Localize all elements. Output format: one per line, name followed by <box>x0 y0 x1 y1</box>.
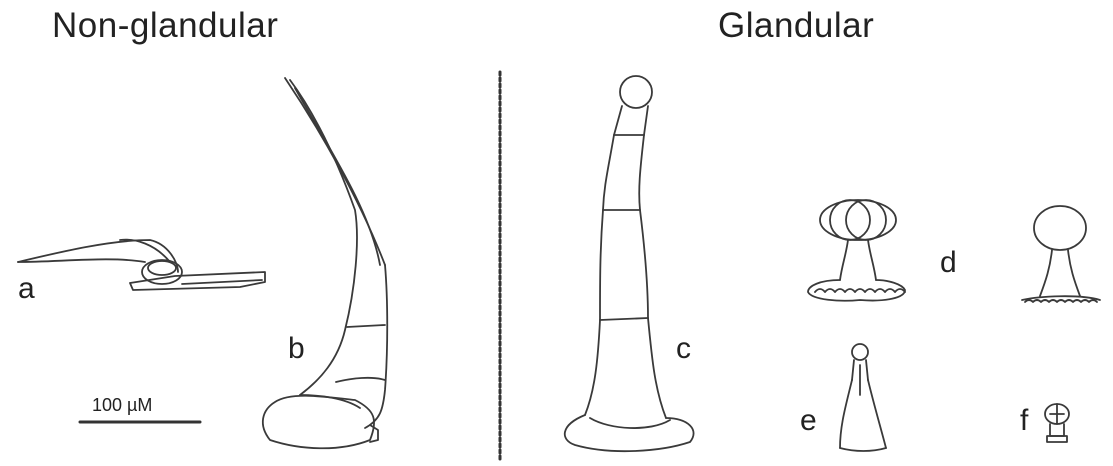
trichome-d-right <box>1022 206 1100 302</box>
scale-bar-label: 100 µM <box>92 395 152 416</box>
trichome-d-left <box>808 200 905 301</box>
label-c: c <box>676 332 691 366</box>
trichome-b <box>263 78 387 448</box>
label-f: f <box>1020 404 1028 438</box>
label-d: d <box>940 246 957 280</box>
trichome-e <box>840 344 886 451</box>
label-e: e <box>800 404 817 438</box>
trichome-c <box>565 76 694 451</box>
label-b: b <box>288 332 305 366</box>
label-a: a <box>18 272 35 306</box>
trichome-f <box>1045 404 1069 442</box>
trichome-a <box>18 240 265 290</box>
